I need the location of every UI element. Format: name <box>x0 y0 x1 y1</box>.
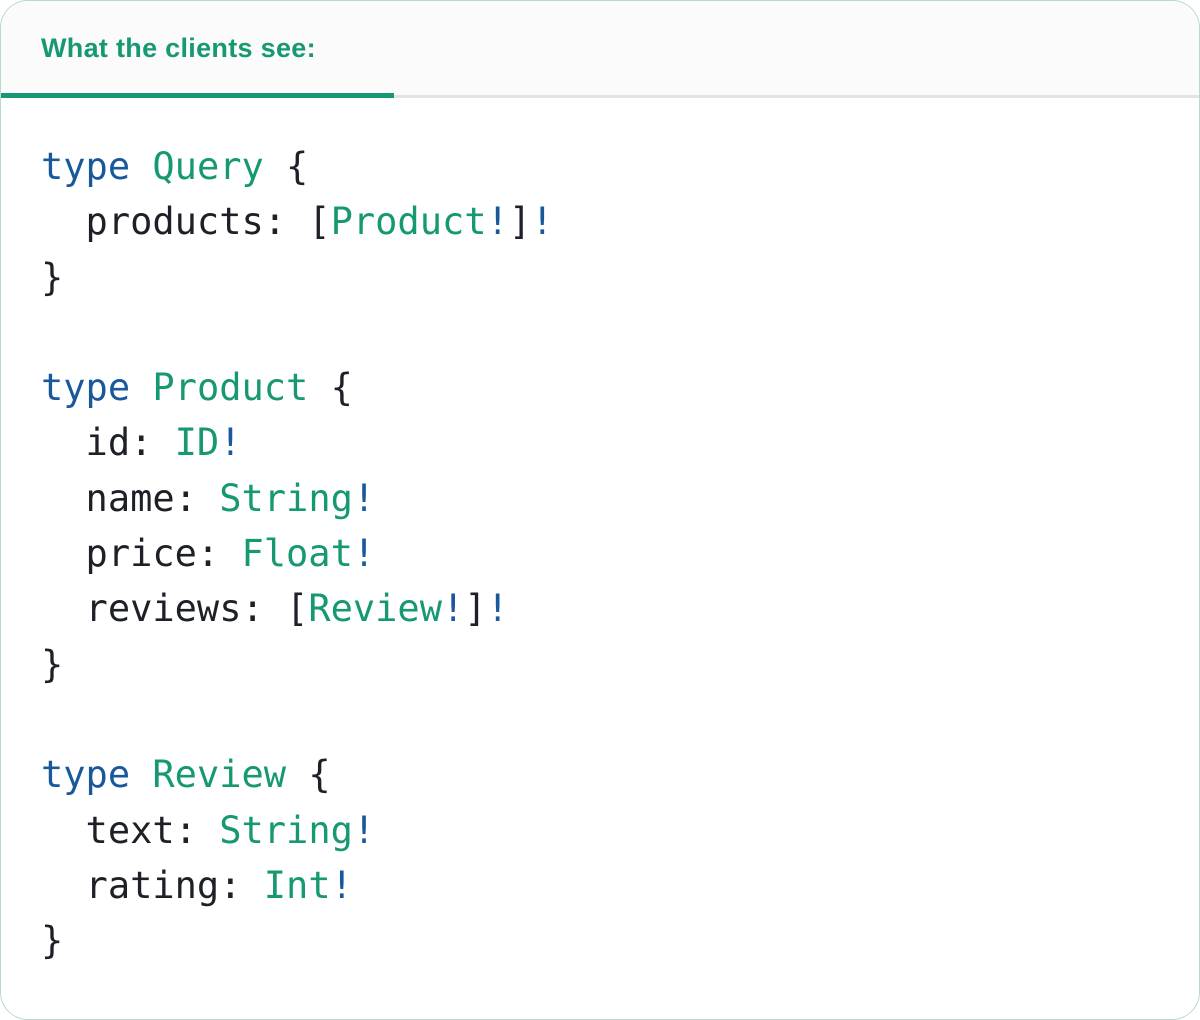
code-line <box>41 305 1169 360</box>
code-line: products: [Product!]! <box>41 200 554 244</box>
tab-what-clients-see[interactable]: What the clients see: <box>1 1 316 98</box>
active-tab-indicator <box>1 93 394 98</box>
code-line: type Product { <box>41 366 353 410</box>
code-line <box>41 692 1169 747</box>
code-line: rating: Int! <box>41 863 353 907</box>
code-line: reviews: [Review!]! <box>41 587 509 631</box>
code-line: } <box>41 642 64 686</box>
graphql-code-block: type Query { products: [Product!]!} type… <box>1 98 1199 968</box>
code-line: } <box>41 919 64 963</box>
tab-label: What the clients see: <box>41 33 316 63</box>
code-line: type Query { <box>41 145 309 188</box>
code-line: } <box>41 255 64 299</box>
code-line: text: String! <box>41 808 376 852</box>
panel-header: What the clients see: <box>1 1 1199 98</box>
code-line: type Review { <box>41 753 331 797</box>
code-line: price: Float! <box>41 532 376 576</box>
code-line: id: ID! <box>41 421 242 465</box>
header-divider <box>1 95 1199 98</box>
code-content: type Query { products: [Product!]!} type… <box>41 139 1169 968</box>
code-line: name: String! <box>41 476 376 520</box>
